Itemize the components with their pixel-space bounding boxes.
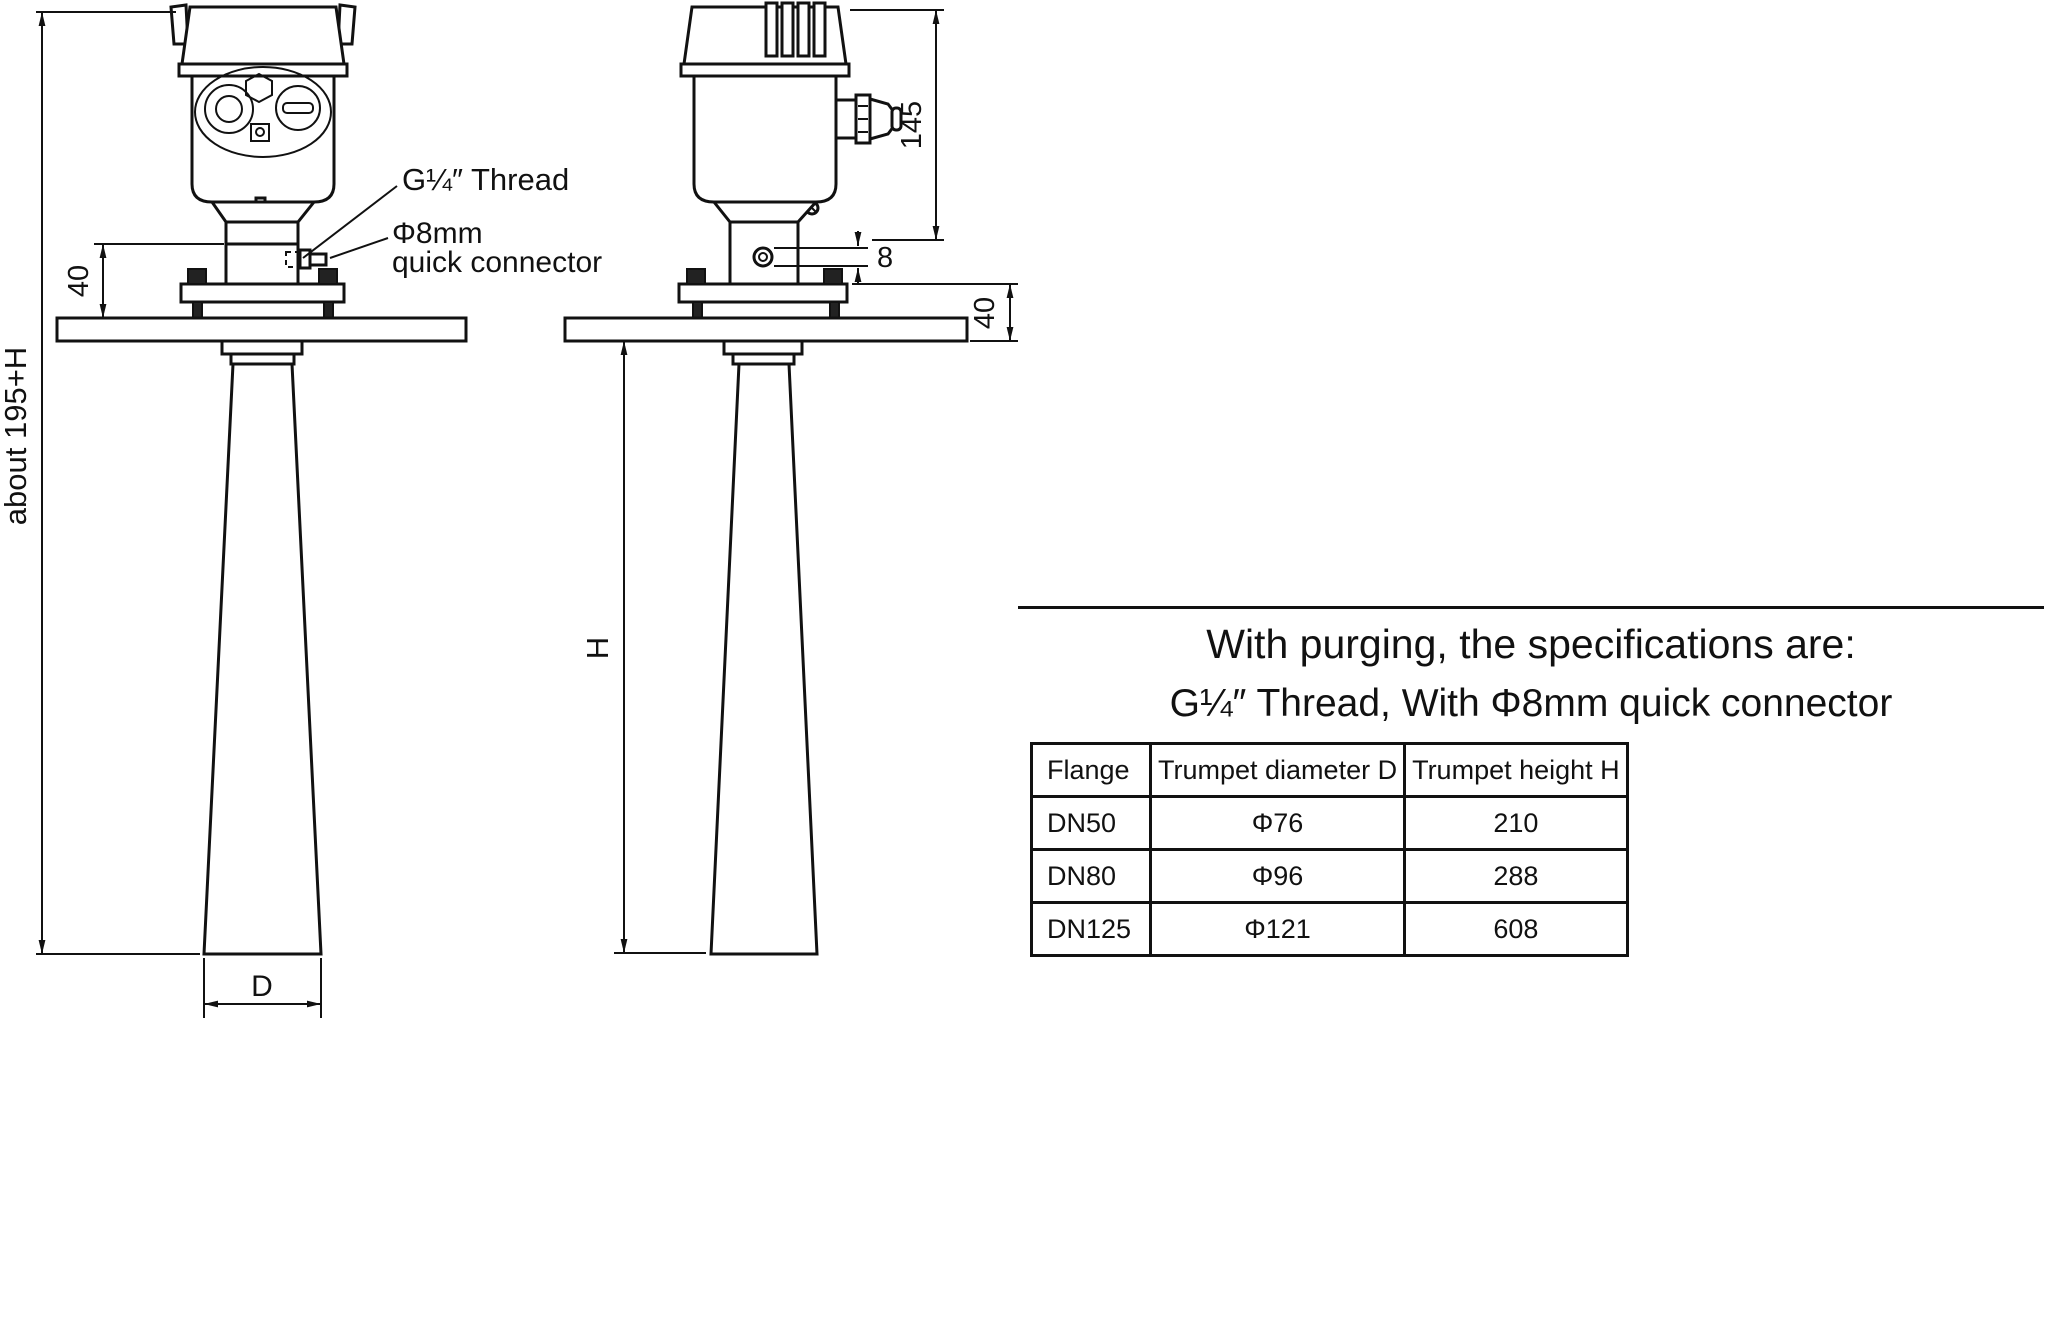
cell-height-2: 608 (1403, 901, 1629, 957)
cap-rib-4 (812, 1, 827, 58)
quick-connector-nipple (308, 252, 328, 267)
cell-diameter-2: Φ121 (1148, 901, 1407, 957)
display-slot (282, 102, 314, 114)
cell-height-1: 288 (1403, 848, 1629, 904)
front-transition (209, 200, 318, 224)
cell-diameter-1: Φ96 (1148, 848, 1407, 904)
dim-label-145: 145 (896, 101, 928, 149)
cell-flange-1: DN80 (1030, 848, 1152, 904)
side-horn (709, 362, 819, 956)
side-bolt-head-left (686, 268, 706, 285)
header-trumpet-diameter: Trumpet diameter D (1148, 742, 1407, 798)
gland-cap (890, 106, 903, 132)
spec-row-dn50: DN50 Φ76 210 (1030, 795, 1629, 851)
cell-diameter-0: Φ76 (1148, 795, 1407, 851)
side-transition (710, 200, 820, 224)
purging-note-line2: G¼″ Thread, With Φ8mm quick connector (1169, 682, 1893, 725)
side-bolt-shank-right (829, 301, 840, 319)
side-cap-lip (679, 62, 851, 78)
side-dimensions: 145 8 40 H (580, 9, 1018, 954)
front-port-square (250, 123, 270, 142)
spec-row-dn125: DN125 Φ121 608 (1030, 901, 1629, 957)
cell-flange-0: DN50 (1030, 795, 1152, 851)
cap-ear-right (336, 3, 357, 46)
side-housing (692, 74, 838, 204)
cable-gland (868, 97, 896, 141)
side-bolt-head-right (823, 268, 843, 285)
window-left-inner (215, 95, 243, 123)
purge-hole-outer (752, 246, 774, 268)
front-cap-lip (177, 62, 349, 78)
front-horn (202, 362, 323, 956)
dim-label-8: 8 (877, 242, 893, 274)
gland-stub (834, 98, 858, 140)
thread-leader (302, 185, 398, 259)
callout-connector-1: Φ8mm (392, 217, 483, 250)
connector-leader (329, 237, 389, 259)
bolt-shank-right (323, 301, 334, 319)
dim-label-right-40: 40 (969, 297, 1001, 329)
specification-table: Flange Trumpet diameter D Trumpet height… (1030, 742, 1629, 957)
spec-row-dn80: DN80 Φ96 288 (1030, 848, 1629, 904)
front-dimensions: about 195+H 40 G¼″ Thread Φ8mm quick con… (0, 11, 602, 1018)
front-port-dot (255, 127, 265, 137)
purge-hole-inner (758, 252, 768, 262)
side-bolt-shank-left (692, 301, 703, 319)
header-flange: Flange (1030, 742, 1152, 798)
hex-bolt-icon (245, 72, 273, 104)
front-adapter-plate (179, 282, 346, 304)
cap-rib-2 (780, 1, 795, 58)
front-view (55, 3, 468, 956)
side-flange (563, 316, 969, 343)
dim-label-h: H (580, 637, 615, 659)
spec-header-row: Flange Trumpet diameter D Trumpet height… (1030, 742, 1629, 798)
purging-note: With purging, the specifications are: G¼… (1018, 606, 2044, 726)
bolt-head-left (187, 268, 207, 285)
cell-flange-2: DN125 (1030, 901, 1152, 957)
dim-label-d: D (251, 970, 273, 1003)
bolt-shank-left (192, 301, 203, 319)
cap-rib-3 (796, 1, 811, 58)
dim-label-left-40: 40 (63, 265, 95, 297)
side-view (563, 1, 969, 956)
cap-rib-1 (764, 1, 779, 58)
front-housing (190, 74, 336, 204)
callout-thread: G¼″ Thread (402, 162, 569, 197)
front-neck-lower (224, 242, 300, 286)
front-step1 (220, 339, 304, 356)
side-step1 (722, 339, 804, 356)
callout-connector-2: quick connector (392, 246, 602, 279)
window-left-outer (204, 84, 254, 134)
front-neck-upper (224, 220, 300, 246)
cell-height-0: 210 (1403, 795, 1629, 851)
window-right (275, 85, 321, 131)
dim-label-overall: about 195+H (0, 347, 33, 525)
header-trumpet-height: Trumpet height H (1403, 742, 1629, 798)
purging-note-line1: With purging, the specifications are: (1206, 621, 1856, 667)
bolt-head-right (318, 268, 338, 285)
front-flange (55, 316, 468, 343)
side-adapter-plate (677, 282, 849, 304)
front-faceplate (194, 66, 332, 158)
front-cap (180, 5, 346, 66)
